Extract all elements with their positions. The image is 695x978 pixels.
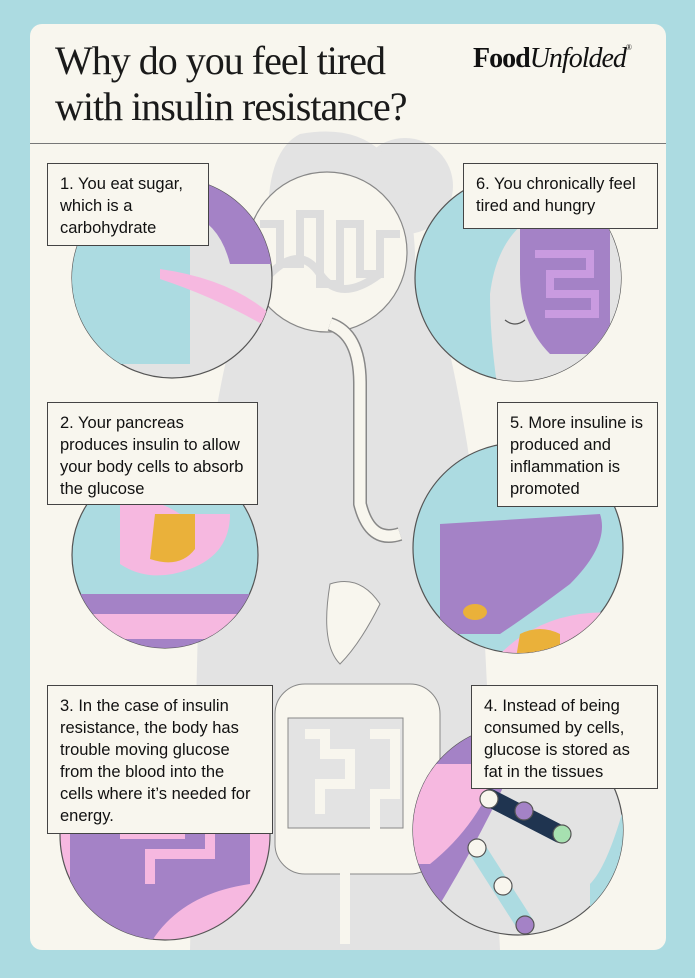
step-2-box: 2. Your pancreas produces insulin to all… xyxy=(47,402,258,505)
header-divider xyxy=(30,143,666,144)
step-6-box: 6. You chronically feel tired and hungry xyxy=(463,163,658,229)
step-4-box: 4. Instead of being consumed by cells, g… xyxy=(471,685,658,789)
step-1-box: 1. You eat sugar, which is a carbohydrat… xyxy=(47,163,209,246)
infographic-card: Why do you feel tired with insulin resis… xyxy=(30,24,666,950)
step-5-box: 5. More insuline is produced and inflamm… xyxy=(497,402,658,507)
page-title: Why do you feel tired with insulin resis… xyxy=(55,38,407,129)
brain-outline xyxy=(246,171,408,333)
step-3-box: 3. In the case of insulin resistance, th… xyxy=(47,685,273,834)
foodunfolded-logo: FoodUnfolded® xyxy=(473,43,632,74)
